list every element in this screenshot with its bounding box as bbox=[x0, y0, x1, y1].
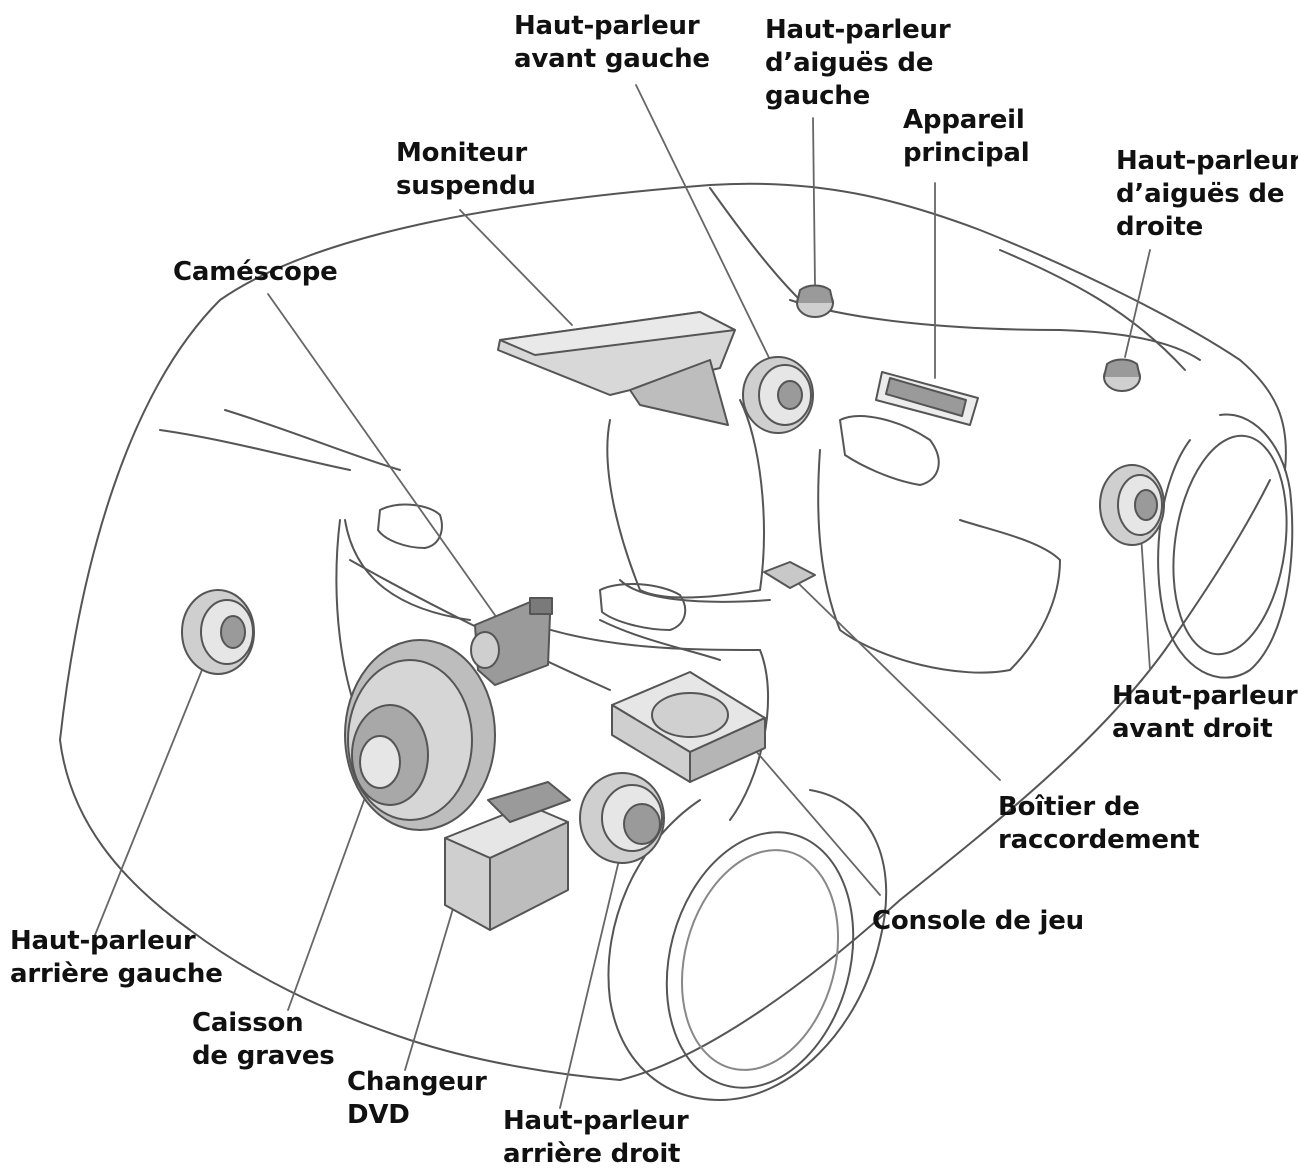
leader-lines bbox=[94, 84, 1151, 1109]
leader-front-left-speaker bbox=[635, 84, 776, 371]
junction-box-graphic bbox=[763, 561, 816, 589]
main-unit-graphic bbox=[875, 371, 979, 426]
front-right-speaker-graphic bbox=[1099, 464, 1165, 546]
label-front-right-speaker: Haut-parleur avant droit bbox=[1112, 681, 1298, 744]
label-junction-box: Boîtier de raccordement bbox=[998, 792, 1200, 855]
label-camcorder: Caméscope bbox=[173, 257, 338, 287]
leader-rear-right-speaker bbox=[559, 834, 626, 1109]
label-subwoofer: Caisson de graves bbox=[192, 1008, 335, 1071]
rear-left-speaker-graphic bbox=[181, 589, 255, 675]
leader-junction-box bbox=[794, 579, 1001, 781]
leader-dvd-changer bbox=[404, 884, 461, 1071]
rear-right-speaker-graphic bbox=[579, 772, 665, 864]
leader-right-tweeter bbox=[1124, 249, 1151, 358]
dvd-changer-graphic bbox=[444, 781, 571, 931]
label-dvd-changer: Changeur DVD bbox=[347, 1067, 487, 1130]
left-tweeter-graphic bbox=[796, 284, 834, 318]
leader-left-tweeter bbox=[812, 117, 816, 286]
front-left-speaker-graphic bbox=[742, 356, 814, 434]
label-game-console: Console de jeu bbox=[872, 906, 1084, 936]
label-right-tweeter: Haut-parleur d’aiguës de droite bbox=[1116, 146, 1298, 242]
label-left-tweeter: Haut-parleur d’aiguës de gauche bbox=[765, 15, 951, 111]
subwoofer-graphic bbox=[344, 639, 496, 831]
leader-rear-left-speaker bbox=[94, 649, 211, 936]
rear-right-wheel bbox=[607, 789, 888, 1101]
game-console-graphic bbox=[611, 671, 766, 783]
leader-front-right-speaker bbox=[1139, 519, 1151, 671]
leader-overhead-monitor bbox=[459, 209, 573, 326]
label-rear-right-speaker: Haut-parleur arrière droit bbox=[503, 1106, 689, 1169]
leader-game-console bbox=[754, 749, 881, 896]
label-rear-left-speaker: Haut-parleur arrière gauche bbox=[10, 926, 223, 989]
label-main-unit: Appareil principal bbox=[903, 105, 1030, 168]
leader-camcorder bbox=[267, 293, 498, 619]
label-front-left-speaker: Haut-parleur avant gauche bbox=[514, 11, 710, 74]
overhead-monitor-graphic bbox=[497, 311, 736, 426]
camcorder-graphic bbox=[470, 597, 553, 686]
right-tweeter-graphic bbox=[1103, 358, 1141, 392]
leader-subwoofer bbox=[287, 769, 376, 1011]
label-overhead-monitor: Moniteur suspendu bbox=[396, 138, 536, 201]
front-right-wheel bbox=[1157, 413, 1294, 679]
